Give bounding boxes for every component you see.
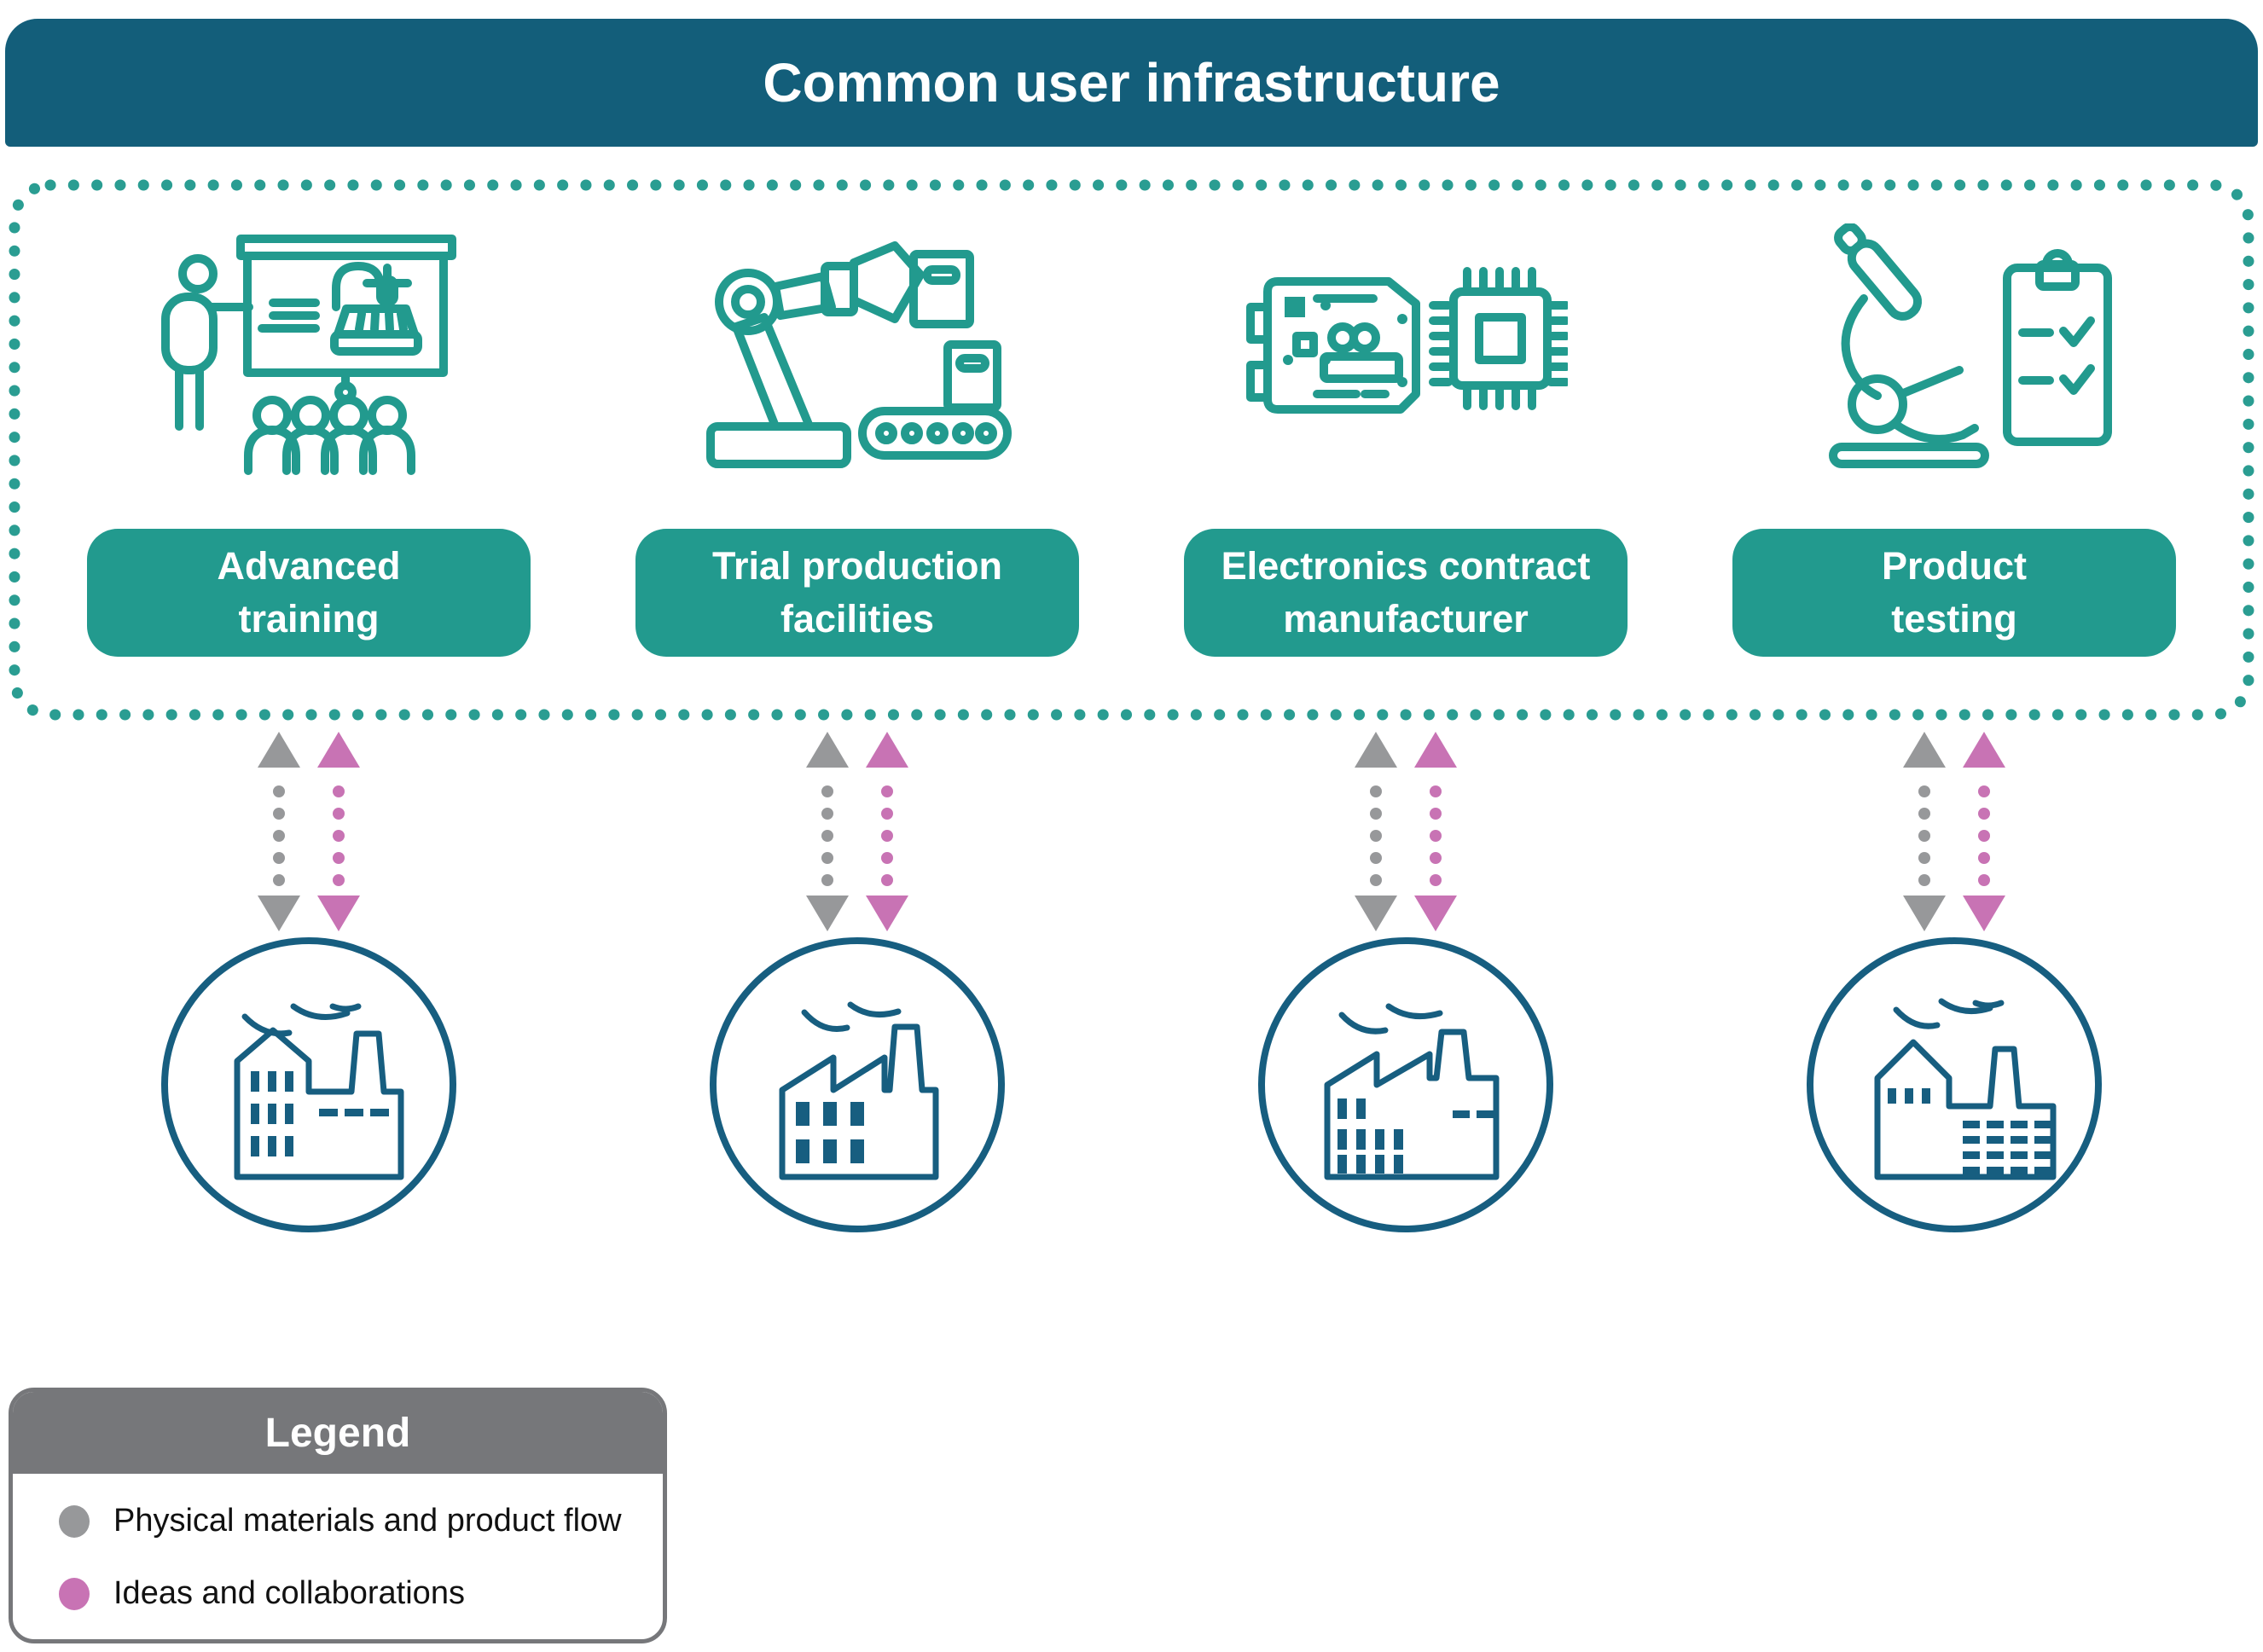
- legend-item-label: Ideas and collaborations: [113, 1575, 465, 1611]
- robot-arm: [706, 241, 925, 468]
- presentation-screen: [236, 235, 456, 403]
- ideas-flow-arrow: [317, 732, 360, 931]
- facility-label-line2: testing: [1891, 597, 2017, 641]
- circuit-board: [1246, 277, 1420, 414]
- legend: Legend Physical materials and product fl…: [9, 1388, 667, 1643]
- factory-icon-4: [1807, 937, 2102, 1232]
- physical-flow-arrow: [1355, 732, 1397, 931]
- physical-flow-arrow: [1903, 732, 1946, 931]
- flow-arrows-2: [806, 732, 908, 931]
- flow-arrows-4: [1903, 732, 2005, 931]
- factory-building: [779, 1001, 939, 1180]
- factory-building: [1324, 1003, 1500, 1180]
- facility-label-line2: manufacturer: [1283, 597, 1529, 641]
- legend-title: Legend: [264, 1410, 411, 1456]
- ideas-flow-arrow: [866, 732, 908, 931]
- legend-item-ideas: Ideas and collaborations: [59, 1575, 663, 1612]
- microchip: [1429, 267, 1568, 410]
- facility-label-product-testing: Product testing: [1732, 529, 2176, 657]
- checklist-clipboard: [2003, 249, 2112, 446]
- facility-label-line2: training: [238, 597, 380, 641]
- ideas-flow-arrow: [1963, 732, 2005, 931]
- electronics-manufacturer-icon: [1246, 267, 1568, 414]
- factory-icon-3: [1258, 937, 1553, 1232]
- ideas-flow-arrow: [1414, 732, 1457, 931]
- audience: [244, 396, 415, 475]
- factory-building: [1874, 998, 2057, 1180]
- facility-label-advanced-training: Advanced training: [87, 529, 531, 657]
- facility-label-line2: facilities: [780, 597, 935, 641]
- legend-body: Physical materials and product flow Idea…: [13, 1474, 663, 1612]
- product-testing-icon: [1829, 223, 2112, 468]
- legend-item-label: Physical materials and product flow: [113, 1503, 622, 1539]
- legend-header: Legend: [13, 1392, 663, 1474]
- facility-label-trial-production: Trial production facilities: [635, 529, 1079, 657]
- conveyor-belt: [858, 407, 1012, 460]
- facility-label-line1: Advanced: [217, 544, 401, 588]
- factory-building: [234, 1003, 404, 1180]
- microscope: [1829, 223, 1989, 468]
- infrastructure-boundary-dotted-border: [9, 179, 2254, 721]
- page-title: Common user infrastructure: [763, 52, 1500, 113]
- advanced-training-icon: [161, 235, 456, 475]
- facility-label-electronics-manufacturer: Electronics contract manufacturer: [1184, 529, 1628, 657]
- facility-label-line1: Product: [1881, 544, 2027, 588]
- flow-arrows-1: [258, 732, 360, 931]
- flow-arrows-3: [1355, 732, 1457, 931]
- factory-icon-2: [710, 937, 1005, 1232]
- facility-label-line1: Trial production: [711, 544, 1002, 588]
- facility-label-line1: Electronics contract: [1221, 544, 1591, 588]
- title-bar: Common user infrastructure: [5, 19, 2258, 147]
- trainer-person: [161, 254, 253, 431]
- physical-flow-arrow: [258, 732, 300, 931]
- gray-dot-icon: [59, 1504, 90, 1538]
- trial-production-icon: [706, 241, 1012, 468]
- product-boxes: [909, 250, 1001, 412]
- pink-dot-icon: [59, 1577, 90, 1610]
- physical-flow-arrow: [806, 732, 849, 931]
- legend-item-physical: Physical materials and product flow: [59, 1503, 663, 1539]
- factory-icon-1: [161, 937, 456, 1232]
